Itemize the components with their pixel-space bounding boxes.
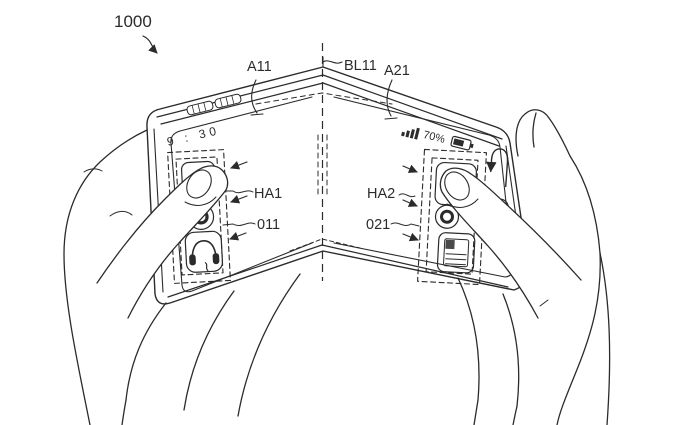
right-thumb-crease xyxy=(446,198,479,208)
annotations xyxy=(142,35,420,242)
right-status-bar: 70% xyxy=(401,127,474,151)
left-arrow-1 xyxy=(230,160,248,170)
a21-label: A21 xyxy=(384,63,410,79)
left-thumb-nail xyxy=(186,169,212,199)
right-arm-line xyxy=(599,252,611,425)
bl11-leader xyxy=(322,56,343,68)
left-crease-2 xyxy=(109,210,133,217)
left-thumb xyxy=(96,165,229,319)
memo-grid-icon xyxy=(436,232,476,274)
label-texts: 1000 A11 BL11 A21 HA1 011 HA2 021 xyxy=(114,12,410,233)
right-thumb-fill xyxy=(440,168,581,318)
right-finger-curve-1 xyxy=(457,277,480,401)
signal-bars-icon xyxy=(401,127,420,140)
ha1-leader xyxy=(225,190,254,194)
right-index-finger xyxy=(515,109,571,157)
right-arrow-2 xyxy=(402,198,418,207)
battery-percent-text: 70% xyxy=(422,129,446,146)
left-palm-outline xyxy=(63,129,148,425)
left-thumb-fill xyxy=(97,165,228,318)
right-finger-curve-2 xyxy=(502,293,520,407)
right-wrist-line-1 xyxy=(473,399,479,425)
left-finger-curve-2 xyxy=(183,290,235,411)
return-arrow-icon xyxy=(486,148,509,188)
o21-leader xyxy=(390,222,420,227)
right-finger-crease xyxy=(532,112,537,148)
ha2-leader xyxy=(398,193,416,198)
right-camera-lens-icon xyxy=(434,204,460,229)
left-crease-1 xyxy=(83,168,103,173)
right-knuckle-tick xyxy=(539,299,549,307)
right-arrow-3 xyxy=(402,232,419,242)
top-fold-dashed xyxy=(255,92,393,105)
ha2-label: HA2 xyxy=(367,186,395,202)
left-arrow-3 xyxy=(229,231,247,241)
volume-buttons xyxy=(186,93,242,116)
a11-leader xyxy=(250,79,264,116)
left-thumb-crease xyxy=(184,196,217,206)
right-hand-outer-edge xyxy=(556,155,601,425)
right-thumb xyxy=(439,167,582,319)
right-hand-behind xyxy=(515,108,640,425)
right-thumb-nail xyxy=(444,171,470,201)
ref-number-label: 1000 xyxy=(114,12,152,31)
left-wrist-line xyxy=(121,399,127,425)
bl11-label: BL11 xyxy=(344,58,377,74)
ref-number-arrow xyxy=(142,35,158,54)
o11-leader xyxy=(222,222,256,227)
right-hand-front xyxy=(439,167,582,425)
a21-leader xyxy=(384,79,398,120)
left-finger-curve-3 xyxy=(237,273,301,417)
left-arrow-2 xyxy=(230,194,248,204)
ha1-label: HA1 xyxy=(254,186,282,202)
a11-label: A11 xyxy=(247,59,272,75)
right-arrow-1 xyxy=(402,164,418,173)
o11-label: 011 xyxy=(257,217,280,233)
o21-label: 021 xyxy=(366,217,390,233)
headphones-icon xyxy=(184,230,224,273)
right-wrist-line-2 xyxy=(512,405,518,425)
battery-icon xyxy=(450,135,474,151)
left-hand xyxy=(63,129,301,425)
left-finger-curve-1 xyxy=(125,302,167,401)
